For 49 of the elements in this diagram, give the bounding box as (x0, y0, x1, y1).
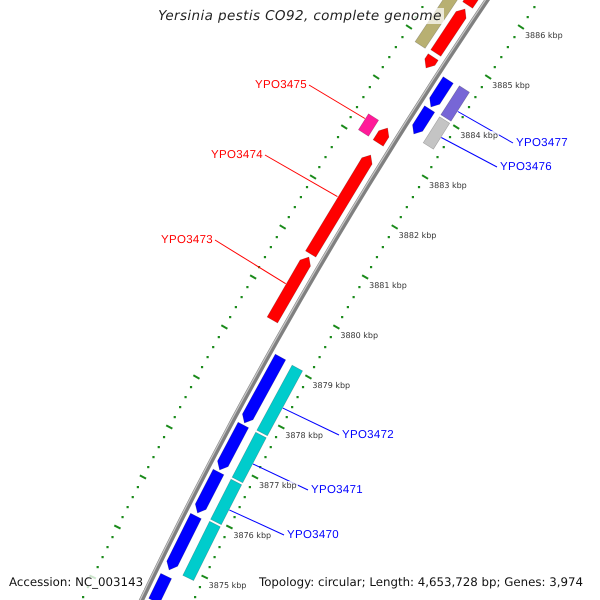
leader-line (228, 509, 284, 536)
gene-block (166, 512, 202, 570)
footer-text: Accession: NC_003143 (8, 574, 144, 590)
gene-bar (256, 364, 303, 436)
footer-text: Topology: circular; Length: 4,653,728 bp; Genes: 3,974 (258, 574, 584, 590)
scale-label: 3875 kbp (208, 581, 248, 591)
gene-block (242, 354, 286, 424)
scale-label: 3882 kbp (398, 231, 438, 241)
gene-bar (182, 520, 221, 581)
gene-block (305, 154, 372, 258)
scale-label: 3880 kbp (339, 331, 380, 341)
gene-block (217, 422, 249, 470)
leader-line (440, 137, 498, 168)
scale-label: 3877 kbp (258, 481, 298, 491)
gene-label: YPO3473 (161, 233, 213, 247)
gene-label: YPO3474 (211, 148, 263, 162)
gene-label: YPO3475 (255, 78, 307, 92)
scale-label: 3886 kbp (524, 31, 564, 41)
gene-block (372, 128, 390, 147)
gene-label: YPO3470 (287, 528, 339, 542)
leader-line (457, 111, 514, 144)
gene-bar (422, 116, 450, 150)
gene-block (412, 105, 436, 134)
gene-label: YPO3471 (311, 483, 363, 497)
gene-bar (440, 85, 470, 122)
gene-bar (210, 478, 242, 526)
gene-block (429, 76, 454, 108)
scale-label: 3878 kbp (284, 431, 324, 441)
gene-block (148, 573, 172, 600)
gene-block (424, 53, 439, 68)
leader-line (252, 464, 308, 490)
gene-label: YPO3477 (516, 136, 568, 150)
scale-label: 3881 kbp (368, 281, 408, 291)
leader-line (282, 408, 340, 436)
scale-label: 3876 kbp (232, 531, 272, 541)
leader-line (214, 240, 286, 284)
gene-block (266, 256, 311, 324)
gene-bar (232, 432, 267, 484)
title: Yersinia pestis CO92, complete genome (156, 8, 444, 24)
leader-line (264, 154, 338, 198)
gene-block (194, 468, 224, 514)
gene-label: YPO3472 (342, 428, 394, 442)
leader-line (308, 84, 366, 119)
scale-label: 3885 kbp (491, 81, 531, 91)
scale-label: 3883 kbp (428, 181, 468, 191)
scale-label: 3884 kbp (459, 131, 499, 141)
gene-label: YPO3476 (500, 160, 552, 174)
scale-label: 3879 kbp (311, 381, 352, 391)
gene-bar (358, 113, 380, 137)
